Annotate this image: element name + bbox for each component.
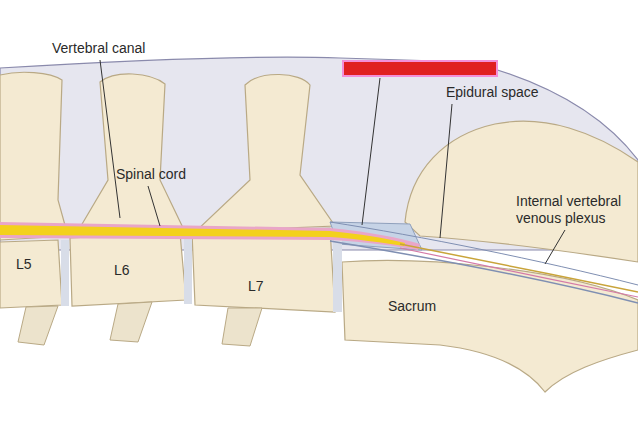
- cauda-equina: [400, 244, 638, 292]
- spinous-process: [195, 74, 335, 232]
- vertebra-label: Sacrum: [388, 298, 436, 315]
- part-label: Internal vertebral venous plexus: [516, 193, 634, 227]
- leader-line: [100, 60, 120, 218]
- transverse-process: [222, 308, 262, 346]
- vertebral-body: [192, 228, 335, 312]
- transverse-process: [18, 306, 58, 345]
- leader-line: [362, 78, 380, 225]
- leader-line: [440, 104, 452, 238]
- vertebra-label: L7: [248, 278, 264, 295]
- vertebral-body: [0, 240, 62, 308]
- cauda-equina: [400, 248, 638, 297]
- vertebra-label: L5: [16, 256, 32, 273]
- spinous-process: [0, 72, 68, 240]
- vertebra-label: L6: [114, 262, 130, 279]
- part-label: Epidural space: [446, 84, 539, 101]
- intervertebral-disc: [333, 232, 342, 312]
- intervertebral-disc: [61, 240, 69, 306]
- leader-line: [545, 230, 565, 264]
- vertebral-body: [70, 233, 186, 306]
- redaction-bar: [343, 61, 497, 76]
- part-label: Vertebral canal: [52, 40, 145, 57]
- spinous-process: [75, 74, 185, 236]
- transverse-process: [110, 302, 152, 342]
- part-label: Spinal cord: [116, 166, 186, 183]
- venous-plexus: [330, 222, 638, 285]
- leader-line: [148, 186, 160, 226]
- sacrum-body: [342, 261, 638, 392]
- intervertebral-disc: [184, 234, 192, 304]
